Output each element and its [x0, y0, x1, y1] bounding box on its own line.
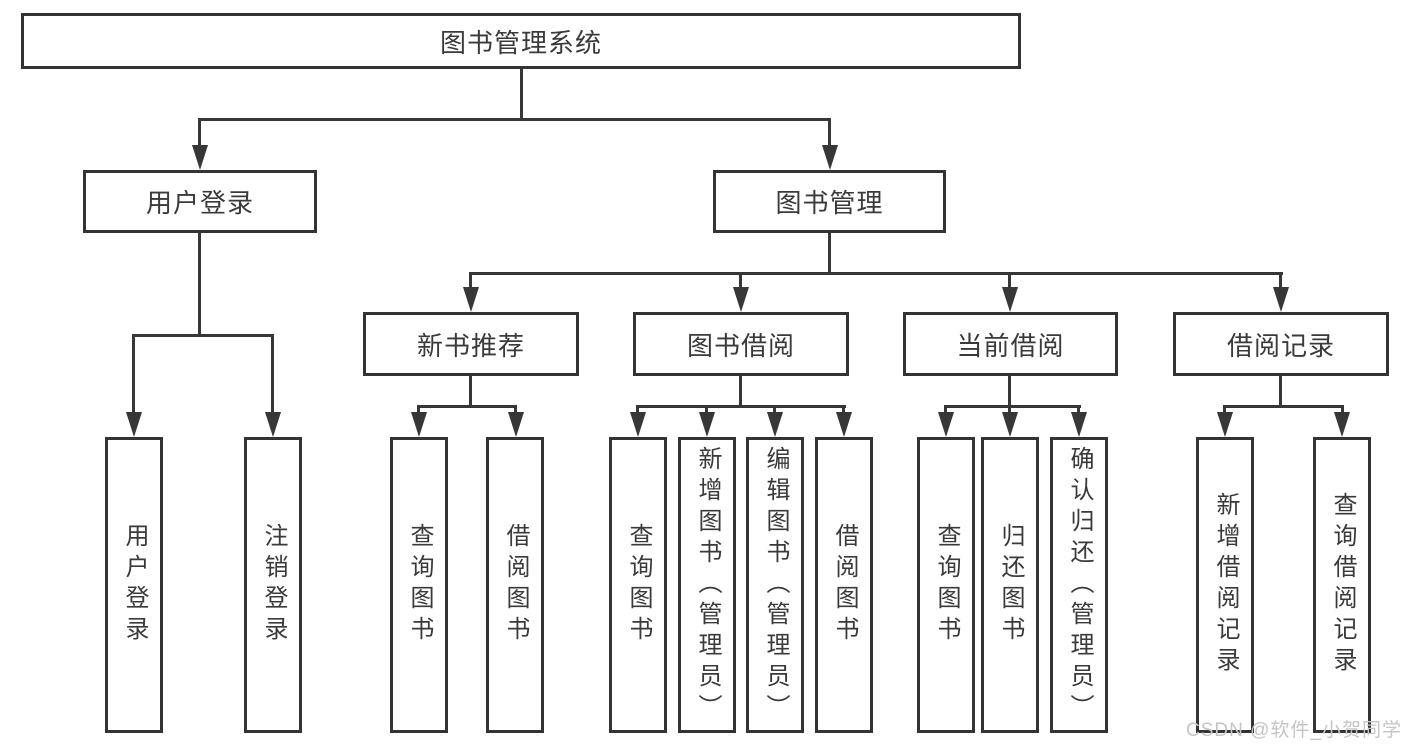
node-leaf-edit-books-admin-label: 编辑图书（管理员） [762, 445, 789, 725]
node-leaf-return-books-label: 归还图书 [997, 523, 1024, 647]
arrowhead-down-icon [508, 412, 524, 437]
connector-hline [417, 405, 517, 408]
node-leaf-user-login-label: 用户登录 [121, 523, 148, 647]
arrowhead-down-icon [411, 412, 427, 437]
node-book-management-label: 图书管理 [775, 188, 884, 218]
connector-user-login-hline [132, 334, 274, 337]
node-leaf-borrow-books-1: 借阅图书 [486, 437, 544, 733]
node-leaf-add-borrow-record: 新增借阅记录 [1196, 437, 1254, 733]
node-leaf-return-books: 归还图书 [981, 437, 1039, 733]
node-leaf-query-books-2: 查询图书 [609, 437, 667, 733]
arrowhead-down-icon [1002, 287, 1018, 312]
node-leaf-add-borrow-record-label: 新增借阅记录 [1212, 492, 1239, 678]
node-leaf-logout: 注销登录 [244, 437, 302, 733]
arrowhead-down-icon [265, 412, 281, 437]
connector-user-login-stub [198, 233, 201, 337]
node-leaf-query-borrow-record: 查询借阅记录 [1313, 437, 1371, 733]
node-new-book-recommendation: 新书推荐 [363, 312, 579, 376]
node-leaf-query-books-1-label: 查询图书 [406, 523, 433, 647]
node-leaf-logout-label: 注销登录 [260, 523, 287, 647]
node-borrowing-records-label: 借阅记录 [1226, 330, 1335, 361]
node-book-borrowing: 图书借阅 [633, 312, 849, 376]
connector-stub [739, 376, 742, 408]
connector-drop-leaf [636, 405, 639, 418]
connector-root-stub [520, 69, 523, 121]
node-leaf-edit-books-admin: 编辑图书（管理员） [746, 437, 804, 733]
arrowhead-down-icon [126, 412, 142, 437]
arrowhead-down-icon [767, 412, 783, 437]
node-current-borrowing: 当前借阅 [903, 312, 1118, 376]
arrowhead-down-icon [463, 287, 479, 312]
connector-drop-leaf [705, 405, 708, 418]
node-borrowing-records: 借阅记录 [1173, 312, 1389, 376]
connector-level3-hline [469, 272, 1283, 275]
node-book-management: 图书管理 [713, 170, 946, 233]
connector-drop-user-login [198, 118, 201, 150]
connector-stub [469, 376, 472, 408]
arrowhead-down-icon [1334, 412, 1350, 437]
arrowhead-down-icon [1002, 412, 1018, 437]
node-leaf-borrow-books-1-label: 借阅图书 [502, 523, 529, 647]
node-leaf-query-books-1: 查询图书 [390, 437, 448, 733]
arrowhead-down-icon [1273, 287, 1289, 312]
connector-hline [1223, 405, 1344, 408]
node-current-borrowing-label: 当前借阅 [956, 330, 1065, 361]
arrowhead-down-icon [1071, 412, 1087, 437]
node-leaf-confirm-return-admin: 确认归还（管理员） [1050, 437, 1108, 733]
connector-drop-leaf [1223, 405, 1226, 418]
node-book-borrowing-label: 图书借阅 [686, 330, 795, 361]
connector-hline [944, 405, 1081, 408]
connector-drop-leaf [514, 405, 517, 418]
node-leaf-confirm-return-admin-label: 确认归还（管理员） [1066, 445, 1093, 725]
node-new-book-recommendation-label: 新书推荐 [416, 330, 525, 361]
node-leaf-query-borrow-record-label: 查询借阅记录 [1329, 492, 1356, 678]
node-leaf-query-books-3-label: 查询图书 [933, 523, 960, 647]
connector-stub [1279, 376, 1282, 408]
connector-root-hline [198, 118, 831, 121]
node-user-login-label: 用户登录 [145, 188, 254, 218]
connector-drop-leaf [944, 405, 947, 418]
connector-drop-leaf [1008, 405, 1011, 418]
connector-drop-leaf [1077, 405, 1080, 418]
connector-drop-leaf [773, 405, 776, 418]
arrowhead-down-icon [699, 412, 715, 437]
connector-drop-book-borrow [739, 272, 742, 292]
node-leaf-borrow-books-2-label: 借阅图书 [831, 523, 858, 647]
connector-drop-leaf [271, 334, 274, 424]
node-leaf-query-books-2-label: 查询图书 [625, 523, 652, 647]
connector-drop-leaf [1341, 405, 1344, 418]
node-leaf-add-books-admin-label: 新增图书（管理员） [694, 445, 721, 725]
arrowhead-down-icon [836, 412, 852, 437]
node-leaf-borrow-books-2: 借阅图书 [815, 437, 873, 733]
connector-drop-book-management [828, 118, 831, 150]
node-library-system: 图书管理系统 [21, 13, 1021, 69]
connector-drop-current-borrow [1008, 272, 1011, 292]
connector-drop-new-book [469, 272, 472, 292]
arrowhead-down-icon [733, 287, 749, 312]
node-user-login: 用户登录 [83, 170, 317, 233]
arrowhead-down-icon [822, 145, 838, 170]
connector-stub [1008, 376, 1011, 408]
node-leaf-query-books-3: 查询图书 [917, 437, 975, 733]
node-library-system-label: 图书管理系统 [439, 27, 602, 58]
node-leaf-user-login: 用户登录 [105, 437, 163, 733]
arrowhead-down-icon [192, 145, 208, 170]
arrowhead-down-icon [938, 412, 954, 437]
connector-drop-leaf [842, 405, 845, 418]
connector-drop-leaf [417, 405, 420, 418]
csdn-watermark: CSDN @软件_小贺同学 [1186, 720, 1402, 741]
connector-hline [636, 405, 846, 408]
connector-book-management-stub [828, 233, 831, 275]
connector-drop-borrow-records [1279, 272, 1282, 292]
arrowhead-down-icon [630, 412, 646, 437]
node-leaf-add-books-admin: 新增图书（管理员） [678, 437, 736, 733]
connector-drop-leaf [132, 334, 135, 424]
arrowhead-down-icon [1217, 412, 1233, 437]
